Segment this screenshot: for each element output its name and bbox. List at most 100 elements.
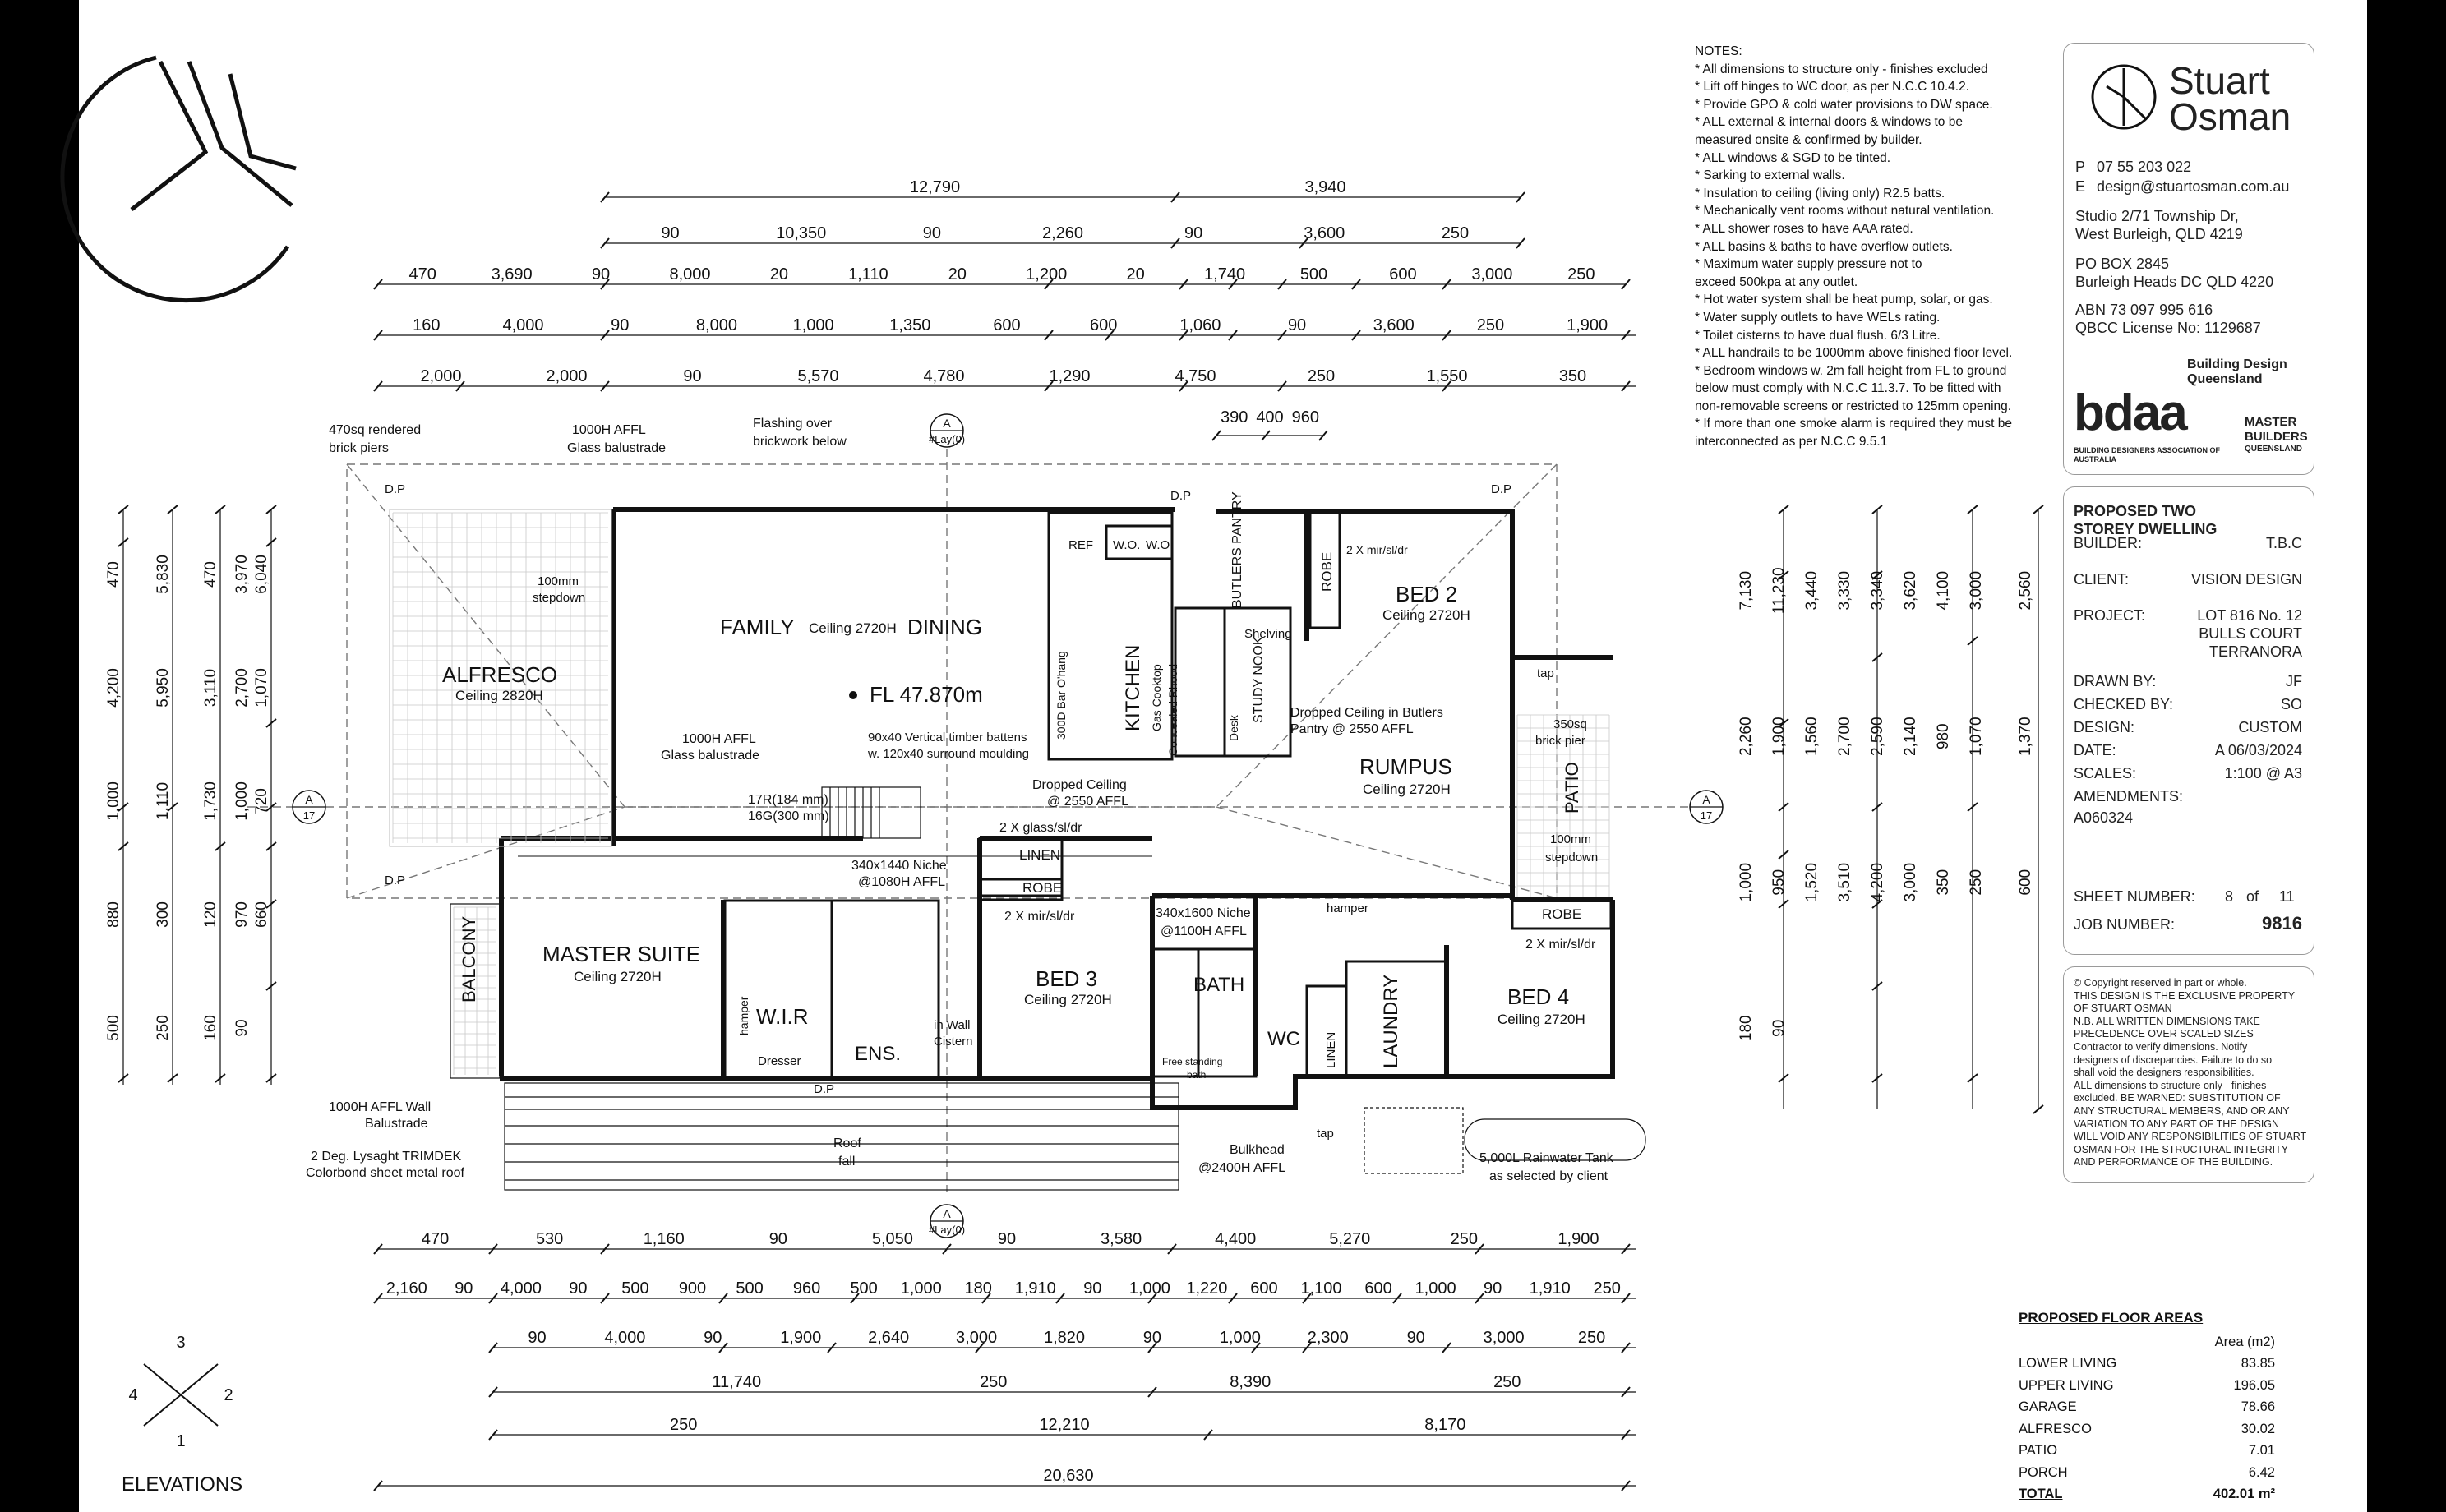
copyright-line: AND PERFORMANCE OF THE BUILDING.	[2074, 1156, 2273, 1169]
hamper-wir-label: hamper	[737, 996, 750, 1035]
master-ceiling: Ceiling 2720H	[574, 969, 662, 984]
note-item: * ALL windows & SGD to be tinted.	[1695, 150, 1891, 165]
copyright-panel: © Copyright reserved in part or whole.TH…	[2063, 966, 2314, 1183]
rendered-piers-label: 470sq rendered	[329, 423, 421, 437]
note-item: below must comply with N.C.C 11.3.7. To …	[1695, 381, 2001, 396]
room-bed4: BED 4	[1507, 984, 1569, 1009]
floor-areas-unit: Area (m2)	[2214, 1335, 2275, 1349]
dim-left: 1,000	[105, 781, 122, 821]
room-dining: DINING	[907, 615, 982, 639]
brick-piers-label: brick piers	[329, 441, 389, 455]
copyright-line: VARIATION TO ANY PART OF THE DESIGN	[2074, 1118, 2280, 1130]
dim-right: 250	[1968, 869, 1985, 896]
dim-bottom-r3: 3,000	[956, 1329, 997, 1347]
abn: ABN 73 097 995 616	[2075, 302, 2213, 318]
sheet-total: 11	[2279, 888, 2295, 905]
dim-bottom-r1: 4,400	[1215, 1230, 1256, 1248]
dim-bottom-r3: 2,640	[868, 1329, 909, 1347]
dim-bottom-r2: 90	[455, 1279, 473, 1298]
note-item: * All dimensions to structure only - fin…	[1695, 62, 1988, 76]
bed2-ceiling: Ceiling 2720H	[1382, 607, 1470, 623]
dim-right: 4,200	[1869, 863, 1886, 902]
copyright-line: ALL dimensions to structure only - finis…	[2074, 1079, 2267, 1091]
dim-left: 1,000	[233, 781, 251, 821]
room-family: FAMILY	[720, 615, 795, 639]
dropped-ceiling-2: Pantry @ 2550 AFFL	[1290, 722, 1414, 736]
dim-top-r4: 90	[1288, 316, 1306, 334]
shelving-label: Shelving	[1244, 627, 1292, 641]
dim-bottom-r3: 1,900	[780, 1329, 821, 1347]
compass-east: 2	[224, 1386, 233, 1404]
section-marker-bottom-letter: A	[943, 1207, 951, 1220]
dim-bottom-r4: 250	[1493, 1373, 1521, 1391]
dim-right: 3,330	[1836, 571, 1853, 611]
dim-left: 5,950	[155, 668, 172, 708]
rumpus-ceiling: Ceiling 2720H	[1363, 781, 1451, 797]
dim-bottom-r2: 960	[793, 1279, 820, 1298]
dim-left: 970	[233, 901, 251, 928]
dim-bottom-r3: 90	[704, 1329, 722, 1347]
dropped-ceiling-4: @ 2550 AFFL	[1047, 795, 1128, 809]
dim-right: 3,000	[1968, 571, 1985, 611]
note-item: measured onsite & confirmed by builder.	[1695, 132, 1922, 147]
dim-bottom-r2: 1,000	[1129, 1279, 1170, 1298]
tank-label-1: 5,000L Rainwater Tank	[1479, 1151, 1614, 1165]
dim-bottom-r3: 1,000	[1220, 1329, 1261, 1347]
floor-area-total-value: 402.01 m²	[2213, 1487, 2275, 1501]
copyright-notes: © Copyright reserved in part or whole.TH…	[2074, 977, 2306, 1169]
elevations-label: ELEVATIONS	[122, 1473, 242, 1496]
dim-bottom-r1: 5,270	[1329, 1230, 1370, 1248]
design-value: CUSTOM	[2238, 719, 2302, 735]
compass-north: 3	[176, 1334, 185, 1352]
dim-right: 2,560	[2017, 571, 2034, 611]
floor-area-name: ALFRESCO	[2019, 1421, 2092, 1436]
dim-top-r3: 1,200	[1026, 265, 1067, 284]
job-label: JOB NUMBER:	[2074, 916, 2176, 933]
copyright-line: excluded. BE WARNED: SUBSTITUTION OF	[2074, 1092, 2281, 1104]
master-builders-line2: BUILDERS	[2245, 430, 2308, 444]
room-laundry: LAUNDRY	[1380, 975, 1402, 1068]
dim-right: 2,260	[1738, 717, 1755, 756]
dim-top-r6: 960	[1292, 408, 1319, 426]
copyright-line: PRECEDENCE OVER SCALED SIZES	[2074, 1028, 2254, 1040]
project3-value: TERRANORA	[2208, 643, 2302, 660]
dim-top-r4: 1,900	[1567, 316, 1608, 334]
qbcc-license: QBCC License No: 1129687	[2075, 320, 2261, 336]
desk-label: Desk	[1227, 714, 1240, 741]
room-robe-bed4: ROBE	[1542, 906, 1581, 922]
dim-top-r2: 90	[923, 224, 941, 242]
amend-label: AMENDMENTS:	[2074, 788, 2184, 804]
dim-right: 3,000	[1902, 863, 1919, 902]
sheet-number: 8	[2225, 888, 2234, 905]
firm-name-line1: Stuart	[2169, 59, 2270, 102]
dim-bottom-r2: 600	[1250, 1279, 1277, 1298]
builder-value: T.B.C	[2265, 535, 2302, 551]
dim-top-r3: 500	[1300, 265, 1327, 284]
section-marker-right-ref: 17	[1701, 809, 1712, 822]
roof-fall-2: fall	[838, 1155, 855, 1169]
dim-top-r6: 390	[1221, 408, 1248, 426]
room-wc: WC	[1267, 1028, 1300, 1050]
dim-right: 1,000	[1738, 863, 1755, 902]
dim-top-r4: 250	[1477, 316, 1504, 334]
drawn-label: DRAWN BY:	[2074, 673, 2157, 689]
scales-label: SCALES:	[2074, 765, 2137, 781]
wo-label-2: W.O.	[1146, 538, 1173, 552]
dim-top-r3: 20	[770, 265, 788, 284]
stairs-label-1: 17R(184 mm)	[748, 793, 828, 807]
section-marker-left-ref: 17	[303, 809, 315, 822]
flashing-label-2: brickwork below	[753, 435, 847, 449]
job-number: 9816	[2262, 913, 2302, 933]
drawn-value: JF	[2286, 673, 2302, 689]
dim-bottom-r2: 1,100	[1300, 1279, 1341, 1298]
dim-top-r4: 160	[413, 316, 440, 334]
dim-right: 1,370	[2017, 717, 2034, 756]
balustrade-label-2: Glass balustrade	[567, 441, 666, 455]
room-butlers: BUTLERS PANTRY	[1230, 491, 1244, 608]
dim-left: 90	[233, 1019, 251, 1036]
floor-area-value: 83.85	[2241, 1356, 2275, 1371]
room-bed3: BED 3	[1036, 966, 1097, 991]
dim-left: 250	[155, 1015, 172, 1041]
floor-area-name: LOWER LIVING	[2019, 1356, 2117, 1371]
